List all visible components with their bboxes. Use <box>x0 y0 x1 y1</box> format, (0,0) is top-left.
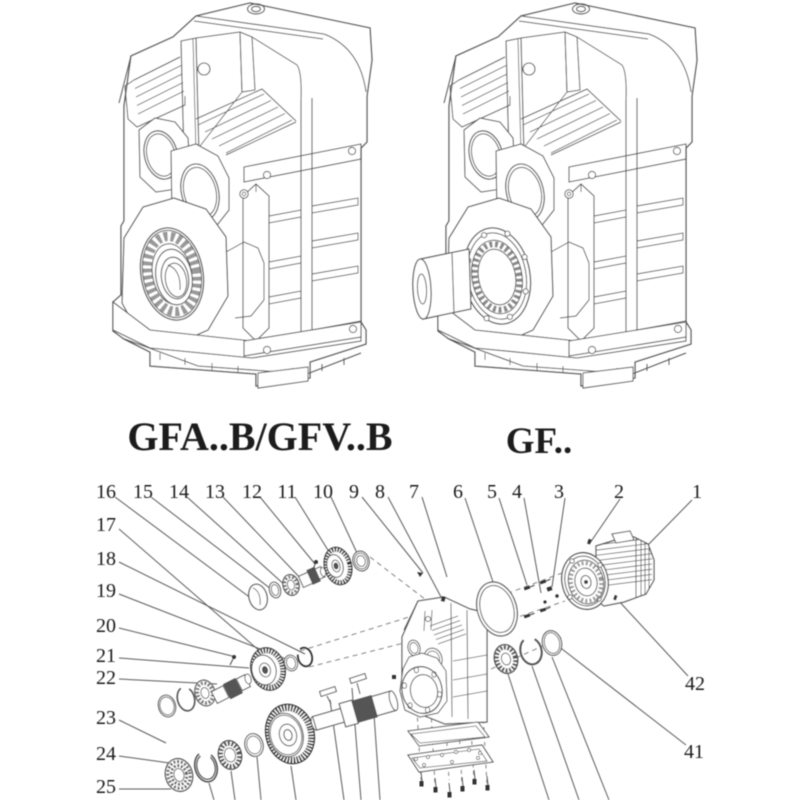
svg-text:16: 16 <box>96 481 116 503</box>
svg-text:25: 25 <box>96 776 116 798</box>
svg-text:42: 42 <box>685 673 705 695</box>
svg-text:11: 11 <box>277 481 296 503</box>
svg-text:20: 20 <box>96 615 116 637</box>
svg-text:9: 9 <box>349 481 359 503</box>
svg-text:22: 22 <box>96 667 116 689</box>
svg-text:GF..: GF.. <box>506 421 572 462</box>
svg-text:13: 13 <box>205 481 225 503</box>
svg-text:GFA..B/GFV..B: GFA..B/GFV..B <box>127 414 392 459</box>
svg-text:10: 10 <box>313 481 333 503</box>
svg-text:15: 15 <box>133 481 153 503</box>
svg-text:4: 4 <box>512 481 522 503</box>
svg-text:19: 19 <box>96 580 116 602</box>
svg-text:7: 7 <box>409 481 419 503</box>
svg-text:18: 18 <box>96 548 116 570</box>
svg-text:2: 2 <box>614 481 624 503</box>
svg-text:8: 8 <box>375 481 385 503</box>
svg-text:21: 21 <box>96 645 116 667</box>
svg-text:1: 1 <box>692 481 702 503</box>
svg-text:41: 41 <box>684 741 704 763</box>
svg-text:3: 3 <box>554 481 564 503</box>
svg-text:14: 14 <box>169 481 189 503</box>
svg-text:24: 24 <box>96 743 116 765</box>
svg-text:23: 23 <box>96 707 116 729</box>
svg-text:5: 5 <box>487 481 497 503</box>
svg-text:12: 12 <box>242 481 262 503</box>
svg-text:17: 17 <box>96 514 116 536</box>
svg-text:6: 6 <box>453 481 463 503</box>
